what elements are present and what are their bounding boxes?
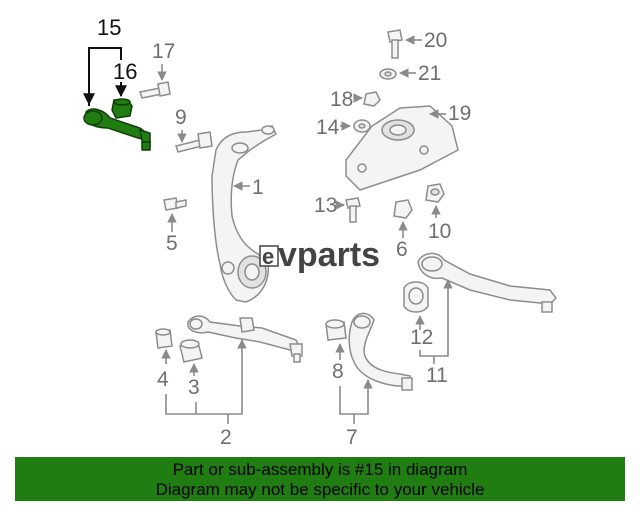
steering-knuckle-1[interactable] [211, 125, 277, 303]
callout-19: 19 [448, 102, 471, 125]
evparts-logo: e vparts [259, 236, 380, 274]
upper-control-arm-15[interactable] [83, 108, 151, 151]
parts-diagram: 15 16 17 9 1 5 [83, 15, 557, 449]
nut-18[interactable] [363, 91, 381, 107]
washer-14[interactable] [353, 119, 371, 133]
banner-line-2: Diagram may not be specific to your vehi… [155, 480, 485, 499]
callout-4: 4 [157, 368, 169, 391]
control-arm-11[interactable] [417, 252, 557, 313]
callout-7: 7 [346, 426, 358, 449]
callout-20: 20 [424, 29, 447, 52]
washer-21[interactable] [379, 68, 397, 80]
banner-line-1: Part or sub-assembly is #15 in diagram [172, 460, 468, 479]
bolt-9[interactable] [175, 131, 213, 153]
bushing-4[interactable] [155, 328, 173, 349]
nut-10[interactable] [425, 183, 445, 203]
callout-5: 5 [166, 232, 178, 255]
callout-12: 12 [410, 326, 433, 349]
bolt-17[interactable] [139, 81, 171, 99]
mount-19[interactable] [345, 105, 459, 191]
callout-6: 6 [396, 238, 408, 261]
callout-8: 8 [332, 360, 344, 383]
bushing-16[interactable] [111, 98, 133, 119]
callout-15: 15 [97, 15, 121, 40]
callout-2: 2 [220, 426, 232, 449]
bushing-8[interactable] [325, 319, 347, 341]
callout-17: 17 [152, 40, 175, 63]
info-banner: Part or sub-assembly is #15 in diagram D… [15, 457, 625, 501]
bolt-13[interactable] [345, 197, 361, 223]
bolt-20[interactable] [387, 29, 403, 59]
svg-text:vparts: vparts [278, 236, 380, 274]
callout-21: 21 [418, 62, 441, 85]
lower-arm-7[interactable] [348, 312, 413, 391]
bolt-5[interactable] [163, 197, 187, 211]
lower-control-arm-2[interactable] [187, 315, 303, 363]
callout-9: 9 [175, 106, 187, 129]
bushing-12[interactable] [403, 281, 429, 313]
callout-1: 1 [252, 176, 264, 199]
callout-11: 11 [426, 364, 448, 387]
callout-10: 10 [428, 220, 451, 243]
callout-13: 13 [314, 194, 337, 217]
callout-14: 14 [316, 116, 340, 139]
nut-6[interactable] [393, 199, 413, 219]
bushing-3[interactable] [179, 339, 203, 363]
callout-18: 18 [330, 88, 353, 111]
callout-3: 3 [188, 376, 200, 399]
callout-16: 16 [113, 59, 137, 84]
svg-text:e: e [262, 244, 274, 269]
